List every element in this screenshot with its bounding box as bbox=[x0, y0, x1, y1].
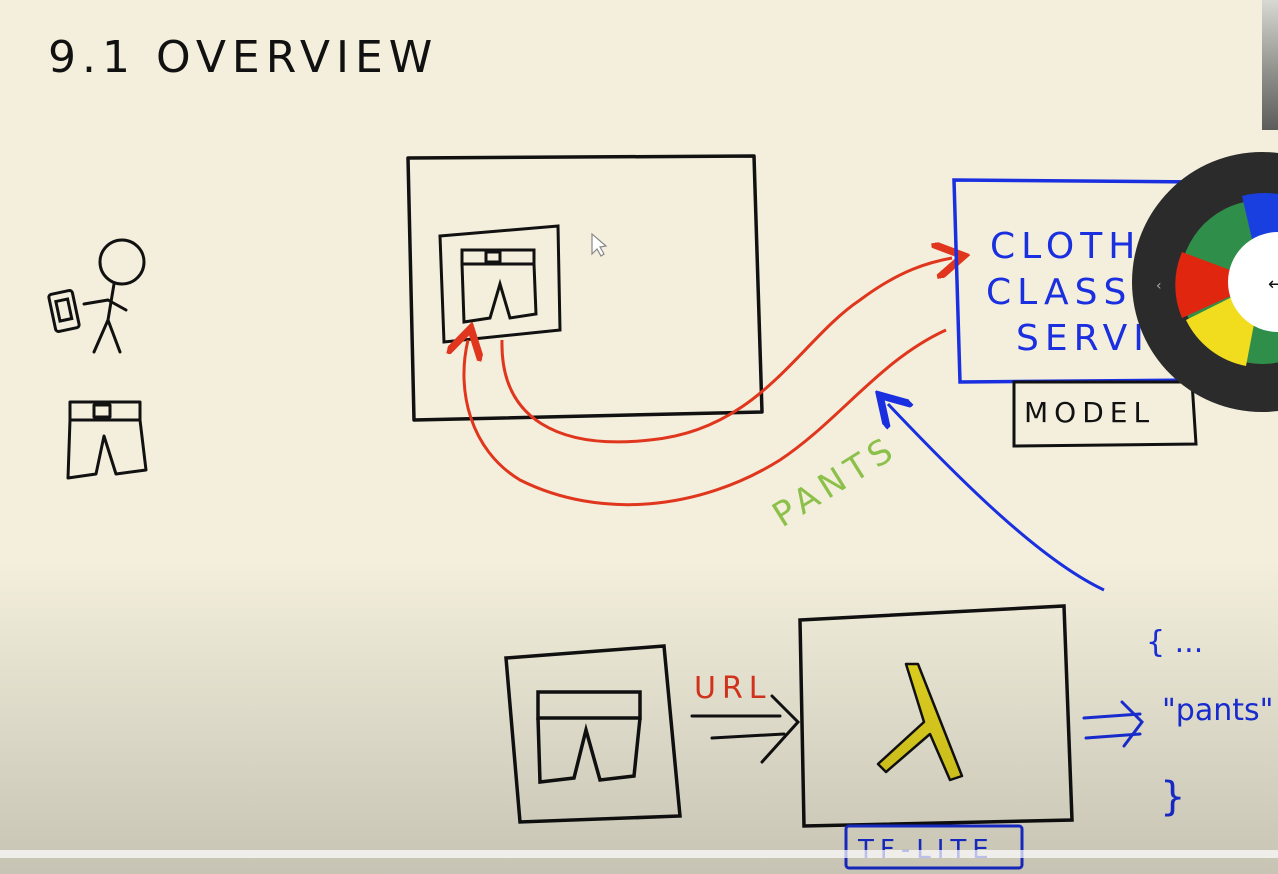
model-box: MODEL bbox=[1012, 380, 1198, 448]
url-arrow bbox=[690, 694, 801, 764]
page-title: 9.1 OVERVIEW bbox=[48, 32, 438, 83]
color-wheel-center[interactable] bbox=[1228, 232, 1278, 332]
webcam-thumbnail bbox=[1262, 0, 1278, 130]
pants-icon bbox=[66, 400, 148, 480]
chevron-left-icon[interactable]: ‹ bbox=[1156, 278, 1162, 294]
tf-lite-box: TF-LITE bbox=[844, 824, 1024, 870]
back-arrow-icon[interactable]: ← bbox=[1268, 274, 1278, 295]
request-arrow bbox=[500, 258, 952, 444]
output-arrow bbox=[1082, 700, 1144, 748]
phone-icon bbox=[47, 288, 81, 334]
json-close-brace: } bbox=[1160, 774, 1185, 820]
image-input-box bbox=[504, 644, 682, 824]
app-screen-box bbox=[406, 154, 764, 422]
response-label: PANTS bbox=[766, 428, 905, 536]
uploaded-image-thumbnail bbox=[438, 224, 562, 344]
json-value: "pants" bbox=[1162, 693, 1273, 728]
model-label: MODEL bbox=[1024, 396, 1155, 429]
lambda-function-box bbox=[798, 604, 1074, 828]
user-stick-figure bbox=[82, 238, 146, 354]
url-label: URL bbox=[694, 671, 772, 706]
json-to-service-arrow bbox=[888, 404, 1105, 592]
video-progress-fill bbox=[0, 850, 1278, 858]
mouse-cursor-icon bbox=[591, 232, 608, 257]
video-progress-bar[interactable] bbox=[0, 850, 1278, 858]
response-arrow bbox=[464, 330, 947, 507]
json-open-brace: { ... bbox=[1146, 625, 1203, 660]
swatch-red[interactable] bbox=[1175, 252, 1262, 318]
lambda-icon bbox=[876, 662, 964, 782]
color-picker-wheel[interactable]: ← ‹ bbox=[1132, 152, 1278, 412]
